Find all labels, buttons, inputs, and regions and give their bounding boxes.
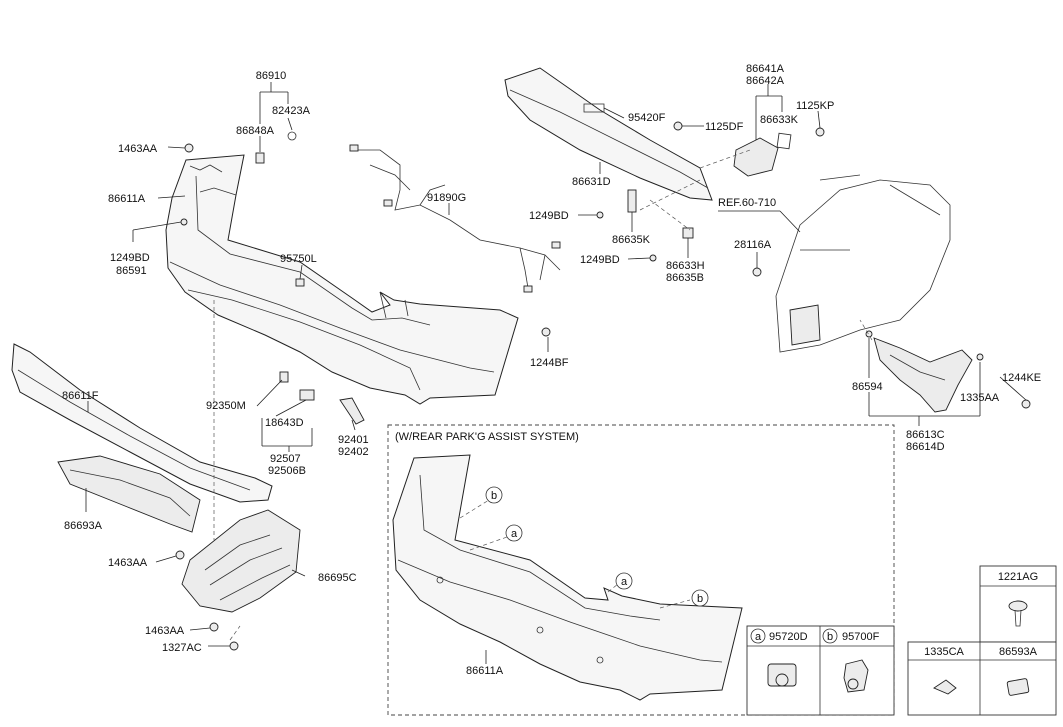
inset-rear-park-assist: (W/REAR PARK'G ASSIST SYSTEM) b a a b — [387, 424, 895, 716]
legend-a-code: 95720D — [769, 631, 808, 643]
label-1463AA-top: 1463AA — [118, 143, 158, 155]
module-86641A-drawing[interactable] — [733, 132, 792, 177]
callout-a-2: a — [615, 572, 633, 590]
label-1327AC: 1327AC — [162, 642, 202, 654]
label-92401: 92401 — [338, 434, 369, 446]
leader-lines — [85, 82, 1027, 647]
label-86594: 86594 — [852, 381, 883, 393]
label-86613C: 86613C — [906, 429, 945, 441]
legend-fastener-table: 1221AG 1335CA 86593A — [907, 565, 1057, 716]
legend-b-code: 95700F — [842, 631, 880, 643]
label-86910: 86910 — [256, 70, 287, 82]
label-86611F: 86611F — [62, 390, 99, 402]
callout-a-2-text: a — [621, 576, 628, 588]
label-1463AA-bot: 1463AA — [145, 625, 185, 637]
label-86631D: 86631D — [572, 176, 611, 188]
label-86611A-top: 86611A — [108, 193, 146, 205]
callout-b-1: b — [485, 486, 503, 504]
legend-1335CA: 1335CA — [924, 646, 964, 658]
part-labels: 86910 82423A 86848A 1463AA 86611A 1249BD… — [62, 63, 1041, 654]
inset-title: (W/REAR PARK'G ASSIST SYSTEM) — [395, 431, 579, 443]
legend-a-symbol: a — [755, 631, 762, 643]
label-92402: 92402 — [338, 446, 369, 458]
label-86635B: 86635B — [666, 272, 704, 284]
wiring-harness-91890G-drawing[interactable] — [349, 144, 561, 293]
callout-a-1: a — [505, 524, 523, 542]
label-1244KE: 1244KE — [1002, 372, 1041, 384]
label-92506B: 92506B — [268, 465, 306, 477]
bumper-beam-86631D-drawing[interactable] — [504, 67, 713, 201]
label-86635K: 86635K — [612, 234, 651, 246]
pad-86593A-drawing — [1006, 678, 1030, 696]
label-1249BD-mid2: 1249BD — [580, 254, 620, 266]
clip-1335CA-drawing — [933, 679, 957, 695]
label-1244BF: 1244BF — [530, 357, 569, 369]
label-1463AA-mid: 1463AA — [108, 557, 148, 569]
label-95420F: 95420F — [628, 112, 666, 124]
label-92350M: 92350M — [206, 400, 246, 412]
label-86611A-inset: 86611A — [466, 665, 504, 677]
label-86695C: 86695C — [318, 572, 357, 584]
callout-a-1-text: a — [511, 528, 518, 540]
label-1335AA: 1335AA — [960, 392, 1000, 404]
label-1125KP: 1125KP — [796, 100, 834, 112]
rear-bumper-cover-drawing[interactable] — [165, 154, 519, 405]
legend-b-symbol: b — [827, 631, 833, 643]
callout-b-2-text: b — [697, 593, 703, 605]
under-cover-86695C-drawing[interactable] — [181, 509, 301, 613]
label-86591: 86591 — [116, 265, 147, 277]
legend-1221AG: 1221AG — [998, 571, 1038, 583]
label-18643D: 18643D — [265, 417, 304, 429]
sensor-95720D-drawing — [767, 663, 797, 687]
label-86633H: 86633H — [666, 260, 705, 272]
label-86693A: 86693A — [64, 520, 103, 532]
label-82423A: 82423A — [272, 105, 311, 117]
legend-sensor-table: a 95720D b 95700F — [746, 625, 895, 716]
label-28116A: 28116A — [734, 239, 772, 251]
inset-bumper-drawing[interactable] — [392, 454, 743, 701]
sensor-95700F-drawing — [843, 659, 869, 693]
label-1249BD-left: 1249BD — [110, 252, 150, 264]
callout-b-1-text: b — [491, 490, 497, 502]
label-91890G: 91890G — [427, 192, 466, 204]
bracket-86613C-drawing[interactable] — [873, 337, 973, 413]
label-95750L: 95750L — [280, 253, 317, 265]
callout-b-2: b — [691, 589, 709, 607]
label-92507: 92507 — [270, 453, 301, 465]
label-86848A: 86848A — [236, 125, 275, 137]
label-86633K: 86633K — [760, 114, 799, 126]
label-1249BD-mid1: 1249BD — [529, 210, 569, 222]
small-parts-drawings — [175, 103, 1031, 651]
body-reference-drawing — [775, 174, 951, 353]
label-ref-60-710: REF.60-710 — [718, 197, 776, 209]
legend-86593A: 86593A — [999, 646, 1038, 658]
label-86641A: 86641A — [746, 63, 785, 75]
panel-86693A-drawing[interactable] — [57, 455, 201, 533]
label-86642A: 86642A — [746, 75, 785, 87]
clip-1221AG-drawing — [1008, 600, 1028, 627]
label-86614D: 86614D — [906, 441, 945, 453]
label-1125DF: 1125DF — [705, 121, 744, 133]
lower-trim-86611F-drawing[interactable] — [11, 343, 273, 503]
